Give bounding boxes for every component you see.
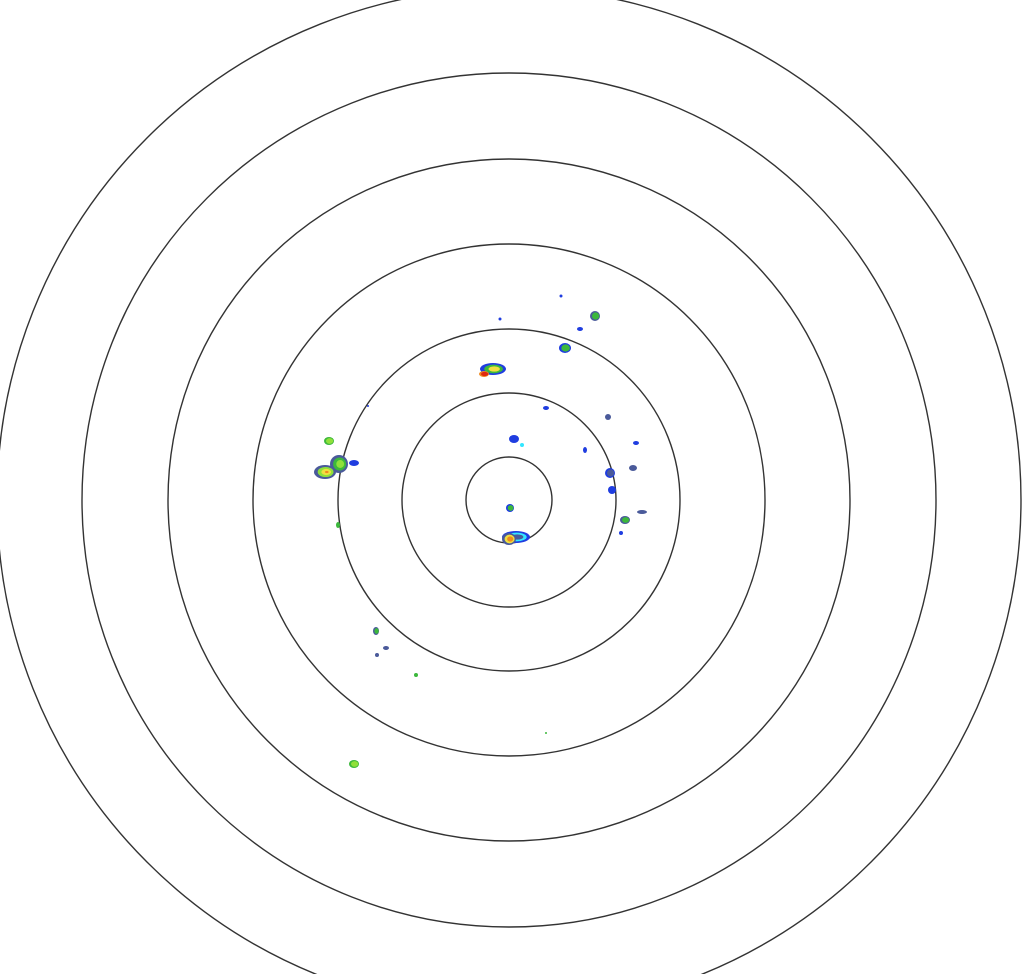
range-ring-4 (252, 243, 766, 757)
echo-cell (543, 406, 549, 410)
echo-cell (633, 441, 639, 445)
echo-blue (559, 294, 563, 298)
echo-blue (498, 317, 502, 321)
echo-lightgreen (326, 438, 334, 444)
echo-green (545, 732, 547, 734)
echo-blue (349, 460, 359, 466)
echo-cell (336, 522, 340, 528)
echo-cell (414, 673, 418, 677)
echo-cell (314, 465, 336, 479)
echo-cell (583, 447, 587, 453)
echo-cell (605, 414, 611, 420)
echo-cell (620, 516, 630, 524)
echo-cell (629, 465, 637, 471)
echo-slate (607, 469, 615, 477)
echo-cell (502, 533, 516, 545)
echo-blue (633, 441, 639, 445)
echo-cell (367, 405, 369, 407)
echo-cell (509, 435, 519, 443)
echo-blue (367, 405, 369, 407)
echo-orange (507, 536, 514, 542)
echo-slate (383, 646, 389, 650)
range-ring-3 (337, 328, 681, 672)
echo-cell (605, 468, 615, 478)
echo-cell (506, 504, 514, 512)
echo-green (622, 517, 630, 523)
echo-slate (637, 510, 647, 514)
echo-blue (619, 531, 623, 535)
echo-cell (559, 343, 571, 353)
echo-green (336, 522, 340, 528)
echo-cell (324, 437, 334, 445)
echo-green (592, 312, 600, 320)
echo-yellow (488, 366, 500, 372)
echo-green (507, 505, 514, 511)
echo-cyan (520, 443, 524, 447)
range-ring-6 (81, 72, 937, 928)
echo-cell (590, 311, 600, 321)
echo-slate (629, 465, 637, 471)
echo-cell (619, 531, 623, 535)
echo-lightgreen (336, 460, 345, 468)
precipitation-echoes (314, 294, 647, 768)
echo-cell (375, 653, 379, 657)
echo-cell (545, 732, 547, 734)
echo-cell (608, 486, 616, 494)
echo-blue (608, 486, 616, 494)
range-ring-5 (167, 158, 851, 842)
range-ring-2 (401, 392, 617, 608)
echo-cell (577, 327, 583, 331)
echo-cell (520, 443, 524, 447)
echo-blue (583, 447, 587, 453)
echo-slate (605, 414, 611, 420)
echo-cell (349, 460, 359, 466)
echo-cell (559, 294, 563, 298)
range-ring-1 (465, 456, 553, 544)
echo-lightgreen (351, 761, 359, 767)
echo-green (414, 673, 418, 677)
echo-cell (637, 510, 647, 514)
echo-green (374, 628, 379, 634)
echo-slate (375, 653, 379, 657)
echo-orange (325, 470, 329, 474)
echo-cell (373, 627, 379, 635)
echo-blue (543, 406, 549, 410)
echo-cell (498, 317, 502, 321)
echo-blue (509, 435, 519, 443)
echo-red (481, 371, 489, 377)
echo-cell (479, 371, 489, 377)
echo-blue (577, 327, 583, 331)
echo-green (561, 344, 570, 352)
echo-cell (383, 646, 389, 650)
echo-cell (349, 760, 359, 768)
